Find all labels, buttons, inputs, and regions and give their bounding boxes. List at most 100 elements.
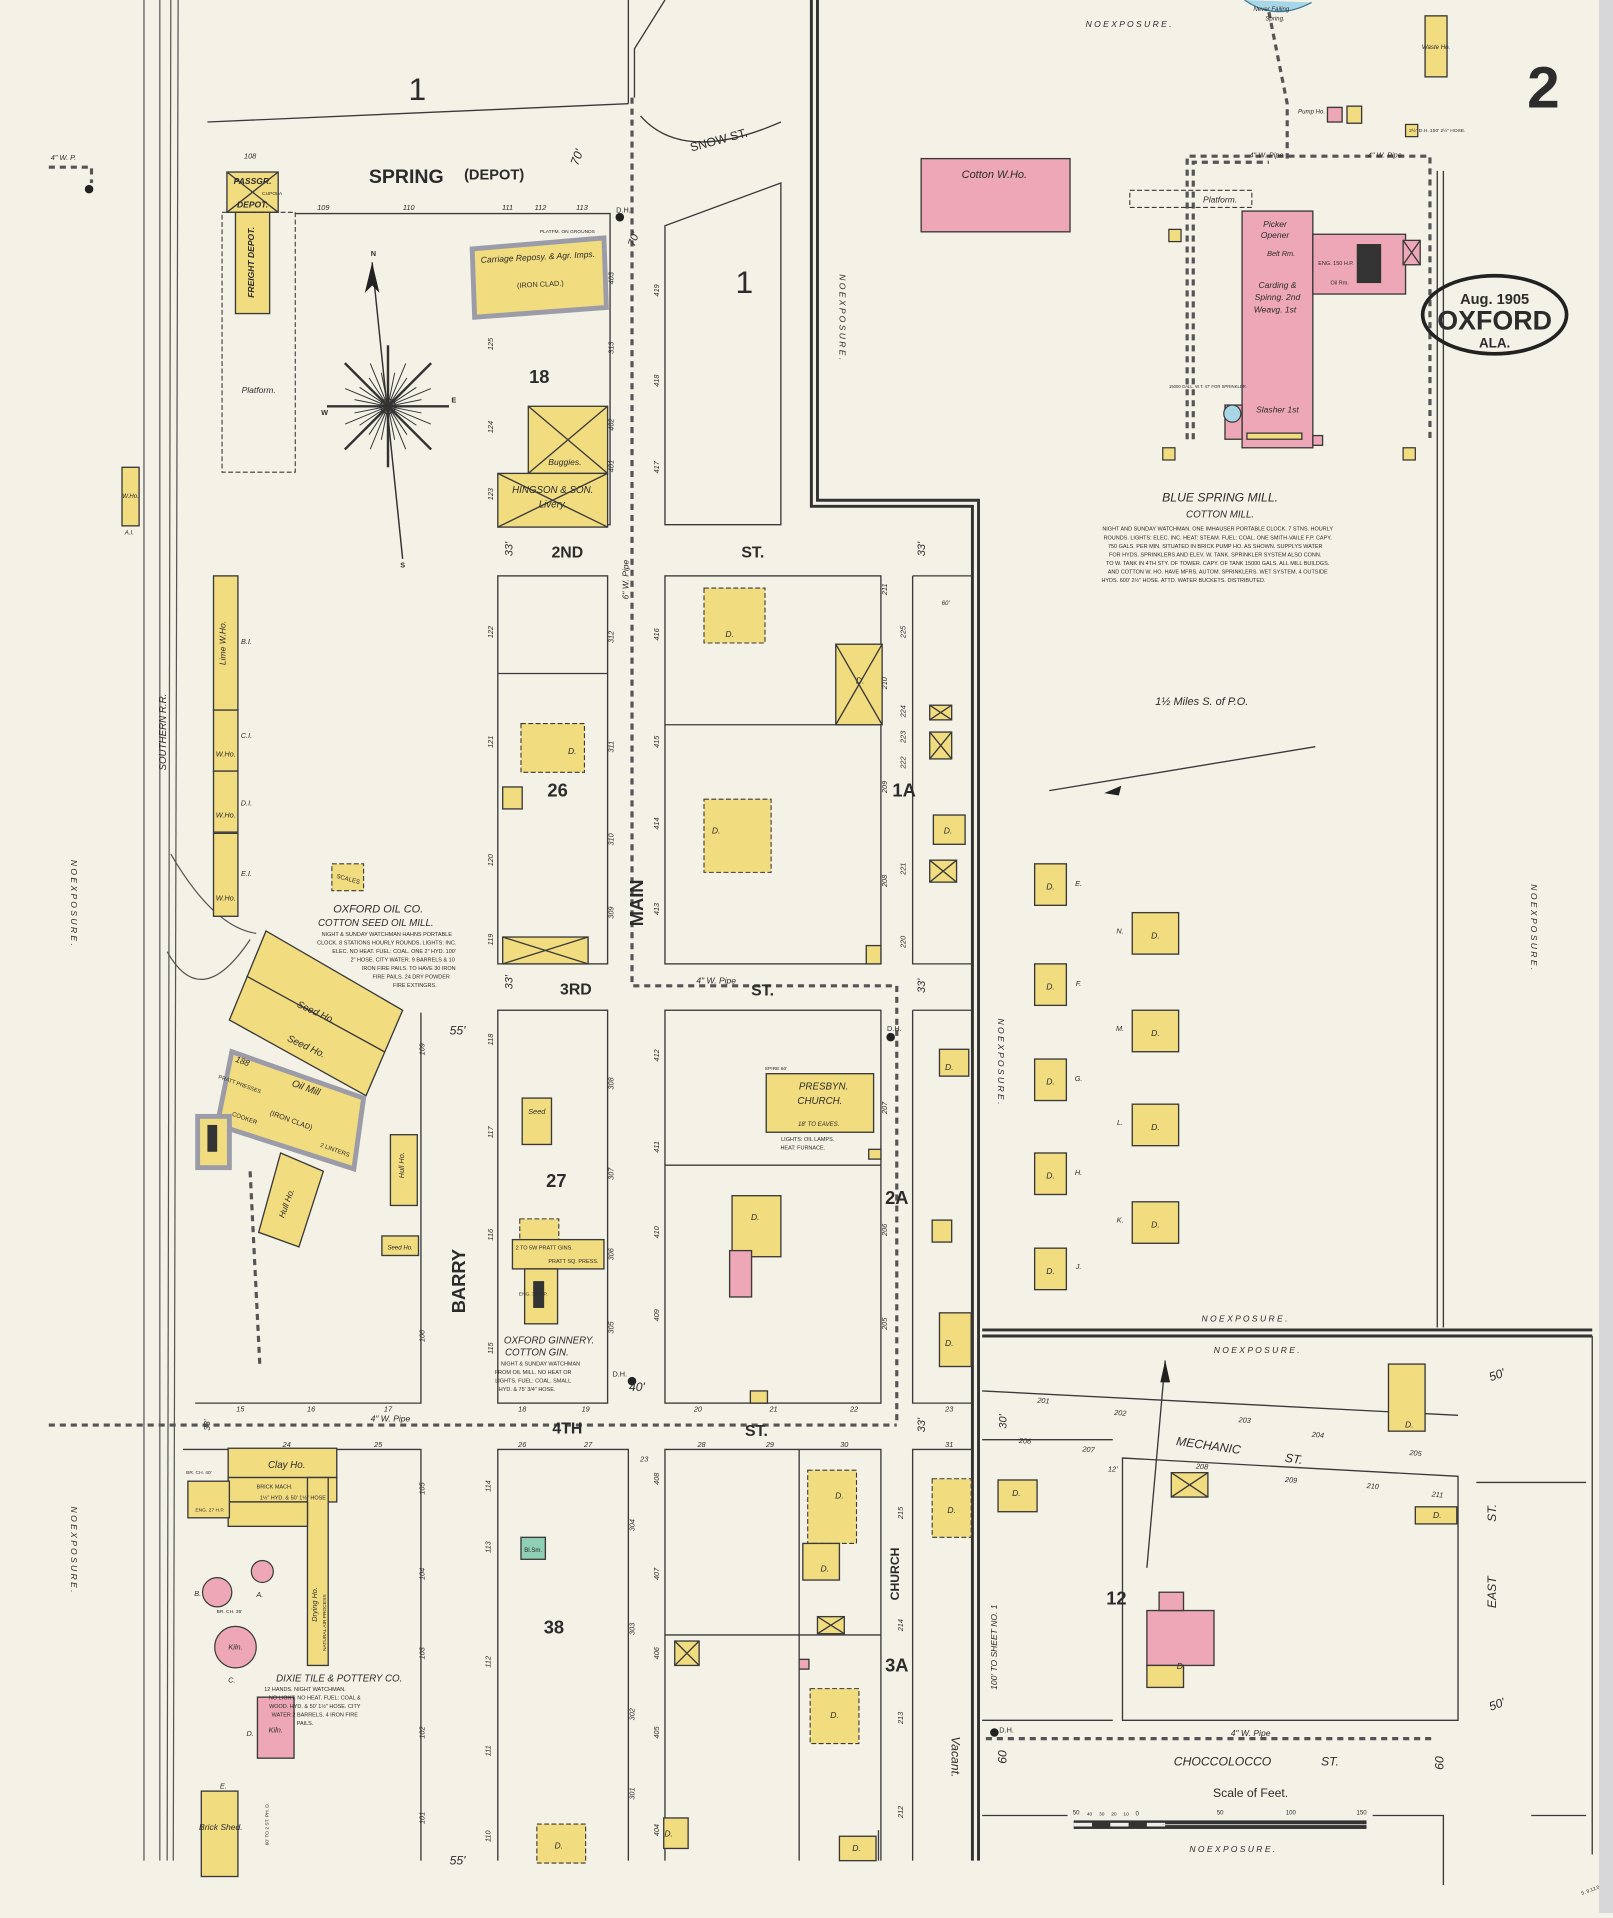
hull-house-label: Hull Ho. bbox=[397, 1152, 406, 1178]
dwelling-label: D. bbox=[1151, 1219, 1160, 1229]
warehouse-label: W.Ho. bbox=[216, 749, 236, 758]
lot-number: 16 bbox=[307, 1405, 316, 1414]
boiler-icon bbox=[207, 1124, 218, 1152]
dwelling-label: D. bbox=[664, 1828, 673, 1838]
lot-number: 111 bbox=[502, 203, 513, 212]
no-exposure-bottom: N O E X P O S U R E . bbox=[1189, 1844, 1275, 1854]
dwelling bbox=[520, 722, 585, 773]
lot-number: 106 bbox=[418, 1329, 427, 1342]
presbyterian-church bbox=[765, 1073, 875, 1133]
roof-cross bbox=[527, 405, 609, 474]
warehouse-c bbox=[212, 709, 239, 772]
lot-number: 117 bbox=[486, 1125, 495, 1138]
dwelling-label: D. bbox=[1046, 1077, 1055, 1087]
waste-house-label: Waste Ho. bbox=[1422, 44, 1450, 51]
roof-cross bbox=[226, 171, 279, 213]
water-closet bbox=[1312, 434, 1324, 447]
sheet-boundaries bbox=[809, 0, 1593, 1861]
lot-number: 417 bbox=[652, 460, 661, 473]
lot-number: 209 bbox=[880, 781, 889, 794]
scale-tick: 100 bbox=[1286, 1809, 1297, 1816]
hydrant-house-icon bbox=[1402, 447, 1416, 461]
lot-number: 103 bbox=[418, 1647, 427, 1659]
church-note: LIGHTS: OIL LAMPS. bbox=[781, 1137, 835, 1143]
rowhouse-letter: F. bbox=[1076, 979, 1082, 988]
lot-number: 30 bbox=[840, 1440, 848, 1449]
lot-number: 109 bbox=[317, 203, 329, 212]
hydrant-icon bbox=[615, 212, 625, 222]
dwelling-label: D. bbox=[568, 746, 577, 756]
dixie-note: WATER 2 BARRELS. 4 IRON FIRE bbox=[272, 1713, 359, 1719]
ginnery-note: NIGHT & SUNDAY WATCHMAN bbox=[501, 1361, 580, 1367]
lot-number: 116 bbox=[486, 1228, 495, 1241]
lot-number: 301 bbox=[627, 1787, 636, 1799]
lot-number: 18 bbox=[518, 1405, 527, 1414]
warehouse-letter: D.I. bbox=[241, 798, 252, 807]
lot-number: 206 bbox=[1018, 1436, 1033, 1446]
lot-number: 204 bbox=[1310, 1430, 1324, 1440]
dwelling-label: D. bbox=[1046, 1171, 1055, 1181]
dwelling bbox=[663, 1817, 689, 1850]
lot-number: 207 bbox=[1081, 1444, 1096, 1454]
street-width: 33' bbox=[916, 541, 928, 556]
dwelling bbox=[807, 1469, 858, 1544]
dixie-note: WOOD. HYD. & 50' 1½" HOSE. CITY bbox=[269, 1703, 361, 1710]
mill-hydrant-label: 2½" D.H. 150' 2½" HOSE. bbox=[1409, 127, 1465, 134]
lot-number: 24 bbox=[282, 1440, 291, 1449]
scale-tick: 50 bbox=[1217, 1809, 1224, 1816]
dwelling-label: D. bbox=[1151, 1028, 1160, 1038]
pipe-label: 4" W. Pipe bbox=[371, 1413, 411, 1423]
lot-number: 401 bbox=[607, 460, 616, 472]
small-shed bbox=[1346, 105, 1363, 124]
mill-name: BLUE SPRING MILL. bbox=[1162, 490, 1278, 504]
rowhouse-h bbox=[1033, 1152, 1068, 1196]
street-width: 33' bbox=[503, 541, 515, 556]
seed-house-small-label: Seed Ho. bbox=[387, 1244, 412, 1251]
street-east-st: ST. bbox=[1485, 1504, 1499, 1522]
railroad-tracks bbox=[143, 0, 257, 1861]
belt-room-label: Belt Rm. bbox=[1267, 249, 1295, 258]
lot-number: 221 bbox=[898, 863, 907, 876]
street-2nd-st: ST. bbox=[741, 545, 764, 562]
gin-label: 2 TO 5W PRATT GINS. bbox=[516, 1245, 574, 1251]
dwelling-label: D. bbox=[1433, 1510, 1442, 1520]
scale-tick: 20 bbox=[1111, 1812, 1117, 1818]
rowhouse-n bbox=[1131, 911, 1180, 955]
dwelling-label: D. bbox=[1046, 982, 1055, 992]
no-exposure-right: N O E X P O S U R E . bbox=[1529, 884, 1539, 970]
gin-engine-label: ENG. 30 H.P. bbox=[519, 1292, 548, 1298]
lot-number: 104 bbox=[418, 1568, 427, 1580]
street-barry: BARRY bbox=[448, 1249, 469, 1313]
street-2nd: 2ND bbox=[551, 545, 583, 562]
dwelling-label: D. bbox=[725, 629, 734, 639]
street-width: 33' bbox=[916, 978, 928, 993]
warehouse-letter: C.I. bbox=[241, 731, 252, 740]
church-name: PRESBYN. bbox=[799, 1082, 848, 1093]
drying-house-label: Drying Ho. bbox=[310, 1587, 319, 1622]
mill-note: AND COTTON W. HO. HAVE MFRS. AUTOM. SPRI… bbox=[1108, 569, 1328, 575]
lot-number: 21 bbox=[768, 1405, 777, 1414]
oil-mill-note: ELEC. NO HEAT. FUEL: COAL. ONE 2" HYD. 1… bbox=[332, 949, 456, 955]
lot-number: 208 bbox=[1195, 1461, 1210, 1471]
lot-number: 405 bbox=[652, 1726, 661, 1739]
mill-note: NIGHT AND SUNDAY WATCHMAN. ONE IMHAUSER … bbox=[1102, 527, 1333, 533]
lot-number: 105 bbox=[418, 1481, 427, 1494]
lot-number: 114 bbox=[483, 1480, 492, 1492]
kiln-letter: B. bbox=[194, 1589, 201, 1598]
rowhouse-letter: L. bbox=[1117, 1118, 1123, 1127]
scales-house bbox=[331, 863, 365, 892]
rowhouse-letter: M. bbox=[1116, 1024, 1124, 1033]
lime-warehouse-label: Lime W.Ho. bbox=[218, 621, 228, 665]
lot-number: 303 bbox=[627, 1623, 636, 1635]
pipe-label: 4" W. Pipe bbox=[1368, 150, 1402, 159]
church-eaves: 18' TO EAVES. bbox=[798, 1121, 839, 1128]
dwelling-label: D. bbox=[1151, 930, 1160, 940]
dwelling-label: D. bbox=[751, 1212, 760, 1222]
kiln-letter: C. bbox=[228, 1676, 235, 1685]
clay-house-label: Clay Ho. bbox=[268, 1460, 305, 1471]
dwelling bbox=[938, 1048, 970, 1077]
lot-number: 202 bbox=[1113, 1408, 1127, 1418]
kiln-letter: D. bbox=[246, 1729, 253, 1738]
dwelling bbox=[938, 1312, 972, 1368]
